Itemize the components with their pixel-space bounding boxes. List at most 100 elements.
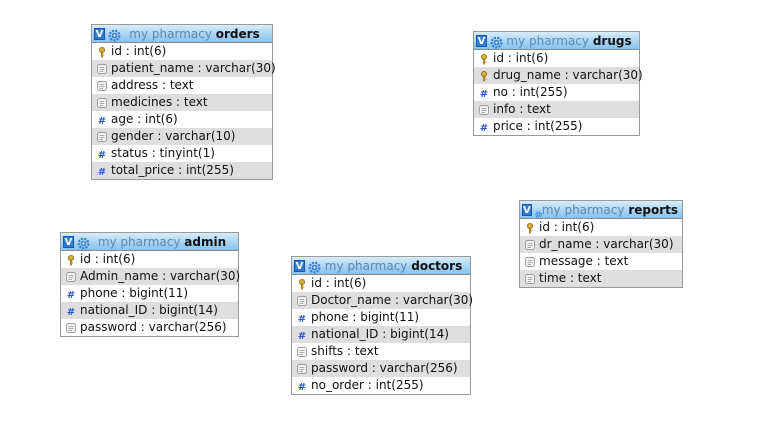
column-label: dr_name : varchar(30) — [539, 237, 674, 251]
table-title: my pharmacy doctors — [321, 259, 470, 273]
gear-icon[interactable] — [108, 27, 121, 42]
column-label: phone : bigint(11) — [311, 310, 420, 324]
gear-icon[interactable] — [308, 259, 321, 274]
text-type-icon — [524, 256, 536, 268]
column-row[interactable]: id : int(6) — [292, 275, 470, 292]
column-label: info : text — [493, 102, 551, 116]
collapse-toggle-icon[interactable]: V — [476, 34, 487, 47]
table-title: my pharmacy reports — [542, 203, 682, 217]
column-label: id : int(6) — [493, 51, 549, 65]
key-icon — [296, 278, 308, 290]
number-type-icon: # — [296, 329, 308, 342]
text-type-icon — [65, 322, 77, 334]
svg-text:#: # — [298, 331, 306, 342]
database-name: my pharmacy — [97, 234, 185, 249]
text-type-icon — [96, 131, 108, 143]
column-label: total_price : int(255) — [111, 163, 234, 177]
database-name: my pharmacy — [541, 202, 629, 217]
column-label: password : varchar(256) — [80, 320, 227, 334]
gear-icon[interactable] — [490, 34, 503, 49]
svg-text:#: # — [480, 123, 488, 134]
collapse-toggle-icon[interactable]: V — [63, 235, 74, 248]
text-type-icon — [524, 239, 536, 251]
database-name: my pharmacy — [506, 33, 593, 48]
column-row[interactable]: password : varchar(256) — [292, 360, 470, 377]
column-row[interactable]: Admin_name : varchar(30) — [61, 268, 240, 285]
column-row[interactable]: # phone : bigint(11) — [292, 309, 470, 326]
table-title: my pharmacy drugs — [503, 34, 639, 48]
column-label: id : int(6) — [111, 44, 167, 58]
column-label: gender : varchar(10) — [111, 129, 236, 143]
column-row[interactable]: message : text — [520, 253, 682, 270]
column-row[interactable]: info : text — [474, 101, 639, 118]
text-type-icon — [96, 63, 108, 75]
number-type-icon: # — [65, 288, 77, 301]
column-row[interactable]: Doctor_name : varchar(30) — [292, 292, 473, 309]
key-icon — [478, 53, 490, 65]
column-row[interactable]: time : text — [520, 270, 682, 287]
column-row[interactable]: shifts : text — [292, 343, 470, 360]
column-row[interactable]: patient_name : varchar(30) — [92, 60, 276, 77]
column-row[interactable]: id : int(6) — [61, 251, 238, 268]
gear-icon[interactable] — [77, 235, 90, 250]
column-label: phone : bigint(11) — [80, 286, 189, 300]
collapse-toggle-icon[interactable]: V — [294, 259, 305, 272]
key-icon — [478, 70, 490, 82]
column-row[interactable]: drug_name : varchar(30) — [474, 67, 643, 84]
column-row[interactable]: dr_name : varchar(30) — [520, 236, 682, 253]
column-row[interactable]: #no : int(255) — [474, 84, 639, 101]
number-type-icon: # — [96, 114, 108, 127]
column-row[interactable]: address : text — [92, 77, 272, 94]
number-type-icon: # — [296, 380, 308, 393]
svg-text:#: # — [480, 89, 488, 100]
number-type-icon: # — [96, 148, 108, 161]
table-name: admin — [184, 234, 227, 249]
svg-text:#: # — [98, 150, 106, 161]
collapse-toggle-icon[interactable]: V — [522, 203, 532, 216]
column-label: shifts : text — [311, 344, 379, 358]
table-title: my pharmacy orders — [121, 27, 272, 41]
column-row[interactable]: #no_order : int(255) — [292, 377, 470, 394]
svg-text:#: # — [98, 167, 106, 178]
column-label: national_ID : bigint(14) — [311, 327, 449, 341]
column-row[interactable]: # price : int(255) — [474, 118, 639, 135]
text-type-icon — [96, 80, 108, 92]
text-type-icon — [96, 97, 108, 109]
gear-icon[interactable] — [535, 203, 542, 218]
collapse-toggle-icon[interactable]: V — [94, 27, 105, 40]
column-row[interactable]: gender : varchar(10) — [92, 128, 272, 145]
column-row[interactable]: # national_ID : bigint(14) — [292, 326, 470, 343]
number-type-icon: # — [296, 312, 308, 325]
column-row[interactable]: id : int(6) — [474, 50, 639, 67]
database-name: my pharmacy — [129, 26, 216, 41]
column-row[interactable]: medicines : text — [92, 94, 272, 111]
column-row[interactable]: # total_price : int(255) — [92, 162, 272, 179]
column-row[interactable]: #age : int(6) — [92, 111, 272, 128]
key-icon — [524, 222, 536, 234]
column-label: time : text — [539, 271, 602, 285]
column-label: price : int(255) — [493, 119, 583, 133]
column-label: password : varchar(256) — [311, 361, 458, 375]
svg-text:#: # — [298, 314, 306, 325]
key-icon — [96, 46, 108, 58]
column-row[interactable]: id : int(6) — [92, 43, 272, 60]
column-row[interactable]: #national_ID : bigint(14) — [61, 302, 238, 319]
table-name: drugs — [592, 33, 632, 48]
column-row[interactable]: password : varchar(256) — [61, 319, 238, 336]
column-row[interactable]: # status : tinyint(1) — [92, 145, 272, 162]
column-row[interactable]: #phone : bigint(11) — [61, 285, 238, 302]
column-label: status : tinyint(1) — [111, 146, 215, 160]
text-type-icon — [296, 346, 308, 358]
column-row[interactable]: id : int(6) — [520, 219, 682, 236]
number-type-icon: # — [478, 87, 490, 100]
